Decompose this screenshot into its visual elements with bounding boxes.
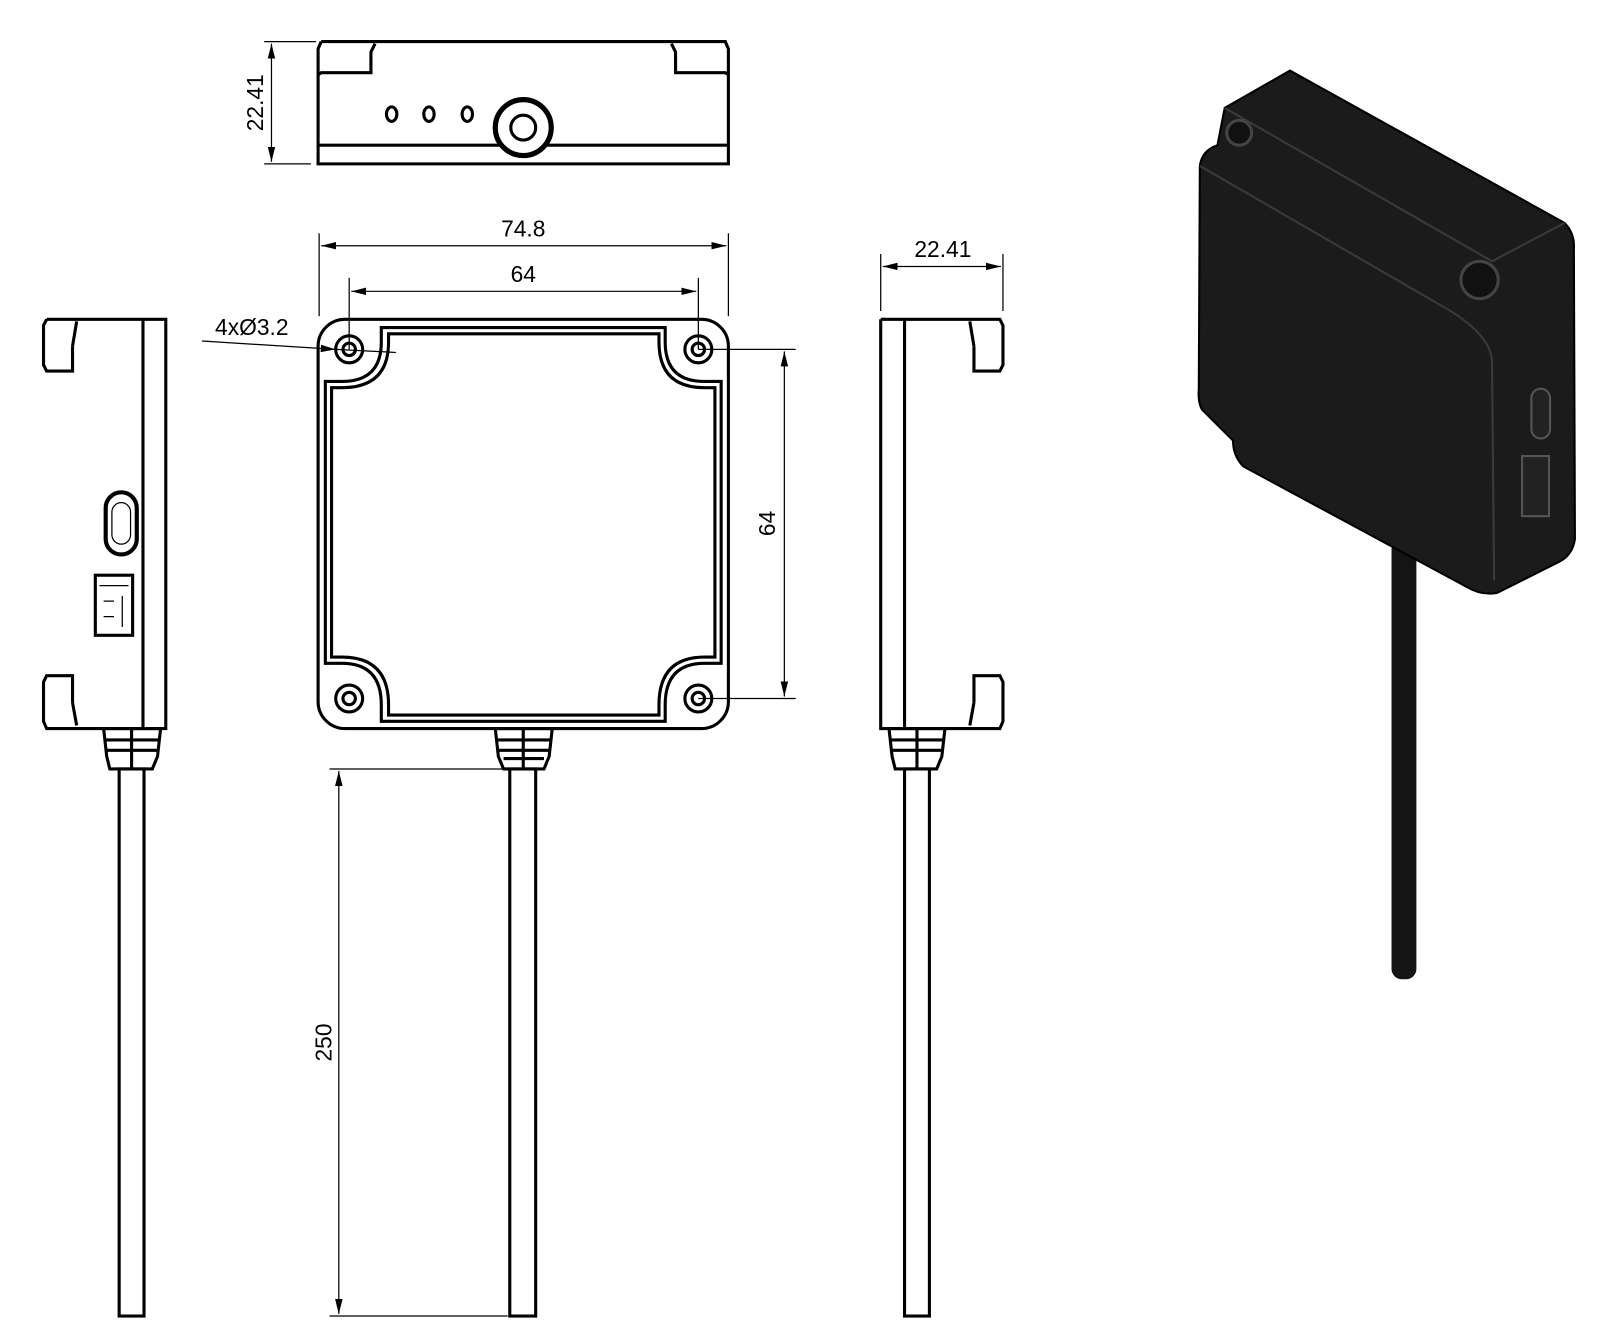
left-side-view	[41, 317, 168, 1318]
render-body	[1197, 69, 1576, 595]
led-indicator	[422, 105, 436, 123]
dimension-width-label: 74.8	[501, 215, 545, 241]
button-outer	[492, 97, 554, 159]
dimension-depth-label: 22.41	[914, 236, 971, 262]
top-view: 22.41	[242, 40, 730, 166]
rj-port	[93, 573, 135, 637]
usb-c-port	[103, 490, 139, 557]
render-edge	[1199, 165, 1496, 581]
mounting-holes	[334, 334, 714, 714]
render-mount-hole	[1225, 118, 1254, 147]
cable	[117, 767, 146, 1318]
right-view-outline	[879, 317, 1005, 731]
hole-leader-line	[202, 340, 336, 353]
cable-gland	[887, 727, 947, 771]
cable	[902, 767, 931, 1318]
hole-callout-label: 4xØ3.2	[215, 314, 288, 340]
cable	[508, 767, 538, 1318]
render-rj-port	[1521, 455, 1551, 518]
render-mount-hole	[1459, 259, 1500, 301]
lid-seal-inner	[330, 332, 717, 717]
front-view: 74.8 64 64 4xØ3.2 250	[202, 215, 796, 1318]
cable-gland	[493, 727, 554, 771]
led-indicator	[460, 105, 475, 123]
lid-seal-outer	[323, 326, 723, 723]
isometric-render	[1197, 69, 1576, 980]
dimension-hole-v-label: 64	[754, 511, 780, 536]
right-side-view: 22.41	[879, 236, 1005, 1318]
button-inner	[509, 113, 538, 142]
render-cable	[1391, 538, 1417, 980]
led-indicator	[384, 105, 399, 123]
cable-gland	[101, 727, 163, 771]
top-view-outline	[316, 40, 730, 166]
dimension-cable-label: 250	[311, 1023, 337, 1061]
dimension-height-label: 22.41	[242, 74, 268, 131]
render-usb-c-port	[1530, 387, 1552, 440]
front-view-outline	[316, 317, 730, 731]
left-view-outline	[41, 317, 168, 731]
dimension-hole-h-label: 64	[511, 261, 536, 287]
